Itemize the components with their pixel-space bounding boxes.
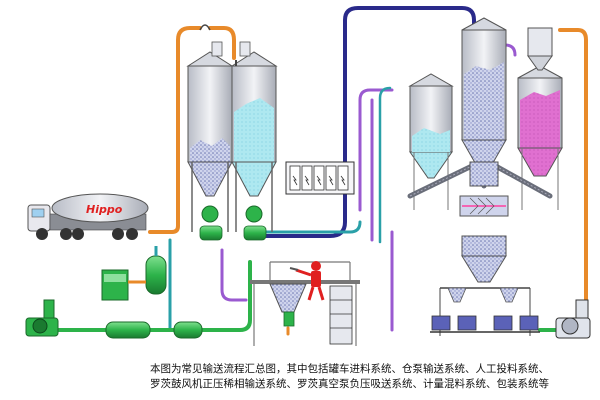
silo-pair-left bbox=[186, 24, 278, 241]
silo-powder bbox=[234, 98, 274, 162]
silo-group-right bbox=[408, 17, 563, 210]
tanker-body bbox=[51, 193, 149, 223]
filter-icon bbox=[239, 41, 251, 57]
silo-powder bbox=[190, 138, 230, 162]
orange-pipe-right bbox=[558, 28, 588, 302]
caption-line-1: 本图为常见输送流程汇总图，其中包括罐车进料系统、仓泵输送系统、人工投料系统、 bbox=[150, 363, 549, 375]
air-compressor bbox=[101, 246, 167, 301]
teal-pipe-2 bbox=[260, 220, 362, 234]
truck-wheel bbox=[112, 228, 124, 240]
pump-tank bbox=[243, 225, 267, 241]
operator-icon bbox=[295, 261, 325, 301]
pipe-network bbox=[50, 6, 588, 336]
pump-tank bbox=[199, 225, 223, 241]
silo-cone bbox=[231, 161, 277, 197]
violet-pipe bbox=[220, 248, 248, 302]
tanker-truck: Hippo bbox=[27, 193, 149, 240]
control-cabinet-icon bbox=[285, 161, 355, 195]
silo-cone bbox=[187, 161, 233, 197]
filter-icon bbox=[211, 41, 223, 57]
manual-feed-station bbox=[250, 261, 360, 346]
silo-cone bbox=[517, 147, 563, 177]
navy-pipe bbox=[246, 6, 476, 238]
orange-pipe-2 bbox=[208, 26, 236, 60]
blower-icon bbox=[25, 299, 203, 339]
teal-pipe-3 bbox=[378, 86, 392, 244]
truck-wheel bbox=[72, 228, 84, 240]
filter-icon bbox=[527, 27, 553, 57]
truck-wheel bbox=[36, 228, 48, 240]
air-receiver-tank bbox=[145, 255, 167, 295]
teal-pipe bbox=[168, 238, 184, 332]
orange-pipe bbox=[148, 26, 202, 234]
weighing-hopper bbox=[459, 161, 509, 283]
green-pipe-3 bbox=[198, 260, 252, 332]
violet-pipe-2 bbox=[358, 88, 394, 212]
truck-wheel bbox=[126, 228, 138, 240]
blower-icon bbox=[555, 299, 591, 339]
caption-line-2: 罗茨鼓风机正压稀相输送系统、罗茨真空泵负压吸送系统、计量混料系统、包装系统等 bbox=[150, 378, 549, 390]
rotary-valve bbox=[201, 205, 219, 223]
rotary-valve bbox=[245, 205, 263, 223]
silo-cone bbox=[409, 151, 453, 179]
bagging-icon bbox=[430, 287, 540, 336]
truck-wheel bbox=[60, 228, 72, 240]
truck-logo: Hippo bbox=[86, 203, 123, 216]
feed-hopper bbox=[269, 283, 307, 313]
